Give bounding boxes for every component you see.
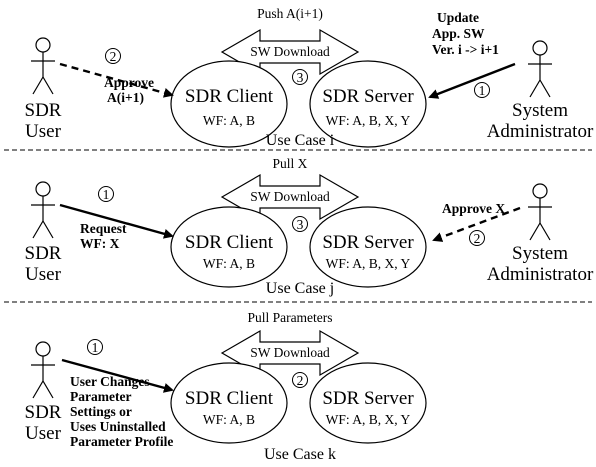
admin-update-arrow: [428, 62, 516, 99]
user-note-line5: Parameter Profile: [70, 434, 173, 449]
step-circle-center: [292, 69, 308, 85]
sdr-client-ellipse: [170, 362, 288, 444]
sdr-client-wf: WF: A, B: [203, 412, 255, 427]
step-number-user: 1: [103, 187, 110, 202]
system-admin-actor: [528, 40, 552, 98]
admin-note-line2: App. SW: [432, 26, 485, 41]
use-case-title: Use Case j: [266, 280, 334, 297]
sw-download-arrow: [220, 329, 360, 377]
user-request-arrow: [59, 203, 174, 239]
step-circle-admin: [469, 230, 485, 246]
actor-user-line2: User: [25, 423, 62, 444]
step-number-admin: 2: [474, 231, 481, 246]
actor-user-line1: SDR: [25, 402, 62, 423]
sdr-client-label: SDR Client: [185, 388, 274, 409]
sw-download-label: SW Download: [250, 189, 330, 204]
actor-user-line2: User: [25, 121, 62, 142]
top-label: Pull X: [273, 156, 308, 171]
sdr-client-wf: WF: A, B: [203, 256, 255, 271]
step-circle-admin: [474, 82, 490, 98]
sw-download-label: SW Download: [250, 44, 330, 59]
sdr-server-wf: WF: A, B, X, Y: [326, 412, 411, 427]
step-number-center: 3: [297, 70, 304, 85]
admin-note-line1: Approve X: [442, 201, 505, 216]
sdr-server-label: SDR Server: [322, 232, 414, 253]
sdr-server-label: SDR Server: [322, 86, 414, 107]
user-approve-arrow: [59, 62, 174, 98]
sdr-server-label: SDR Server: [322, 388, 414, 409]
admin-approve-arrow: [432, 206, 521, 242]
sdr-client-wf: WF: A, B: [203, 113, 255, 128]
actor-user-line1: SDR: [25, 243, 62, 264]
step-circle-user: [98, 186, 114, 202]
actor-user-line1: SDR: [25, 100, 62, 121]
use-case-i: SW Download Push A(i+1) SDR Client WF: A…: [25, 6, 594, 149]
sdr-server-wf: WF: A, B, X, Y: [326, 113, 411, 128]
sw-download-label: SW Download: [250, 345, 330, 360]
sdr-server-ellipse: [309, 362, 427, 444]
sdr-client-label: SDR Client: [185, 86, 274, 107]
user-note-line1: User Changes: [70, 374, 150, 389]
system-admin-actor: [528, 183, 552, 241]
use-case-title: Use Case k: [264, 446, 336, 463]
actor-admin-line1: System: [512, 100, 568, 121]
sw-download-arrow: [220, 28, 360, 76]
step-number-center: 3: [297, 217, 304, 232]
sdr-client-label: SDR Client: [185, 232, 274, 253]
step-circle-center: [292, 372, 308, 388]
admin-note-line1: Update: [437, 10, 479, 25]
step-circle-user: [105, 48, 121, 64]
sdr-client-ellipse: [170, 60, 288, 148]
top-label: Pull Parameters: [247, 310, 332, 325]
step-circle-user: [87, 339, 103, 355]
actor-user-line2: User: [25, 264, 62, 285]
user-note-line4: Uses Uninstalled: [70, 419, 166, 434]
sdr-user-actor: [31, 341, 55, 399]
actor-admin-line2: Administrator: [487, 264, 594, 285]
step-number-center: 2: [297, 373, 304, 388]
use-case-k: SW Download Pull Parameters SDR Client W…: [25, 310, 427, 463]
use-case-j: SW Download Pull X SDR Client WF: A, B S…: [25, 156, 594, 297]
user-note-line2: Parameter: [70, 389, 131, 404]
step-number-user: 1: [92, 340, 99, 355]
top-label: Push A(i+1): [257, 6, 323, 21]
step-number-user: 2: [110, 49, 117, 64]
user-change-arrow: [61, 358, 174, 393]
actor-admin-line1: System: [512, 243, 568, 264]
sdr-server-ellipse: [309, 60, 427, 148]
sdr-user-actor: [31, 37, 55, 95]
sw-download-arrow: [220, 173, 360, 221]
step-number-admin: 1: [479, 83, 486, 98]
sdr-user-actor: [31, 181, 55, 239]
user-note-line2: WF: X: [80, 236, 120, 251]
user-note-line1: Approve: [104, 75, 154, 90]
admin-note-line3: Ver. i -> i+1: [432, 42, 499, 57]
sdr-server-wf: WF: A, B, X, Y: [326, 256, 411, 271]
user-note-line3: Settings or: [70, 404, 132, 419]
sdr-server-ellipse: [309, 206, 427, 288]
sdr-client-ellipse: [170, 206, 288, 288]
step-circle-center: [292, 216, 308, 232]
user-note-line1: Request: [80, 221, 127, 236]
user-note-line2: A(i+1): [107, 90, 144, 105]
actor-admin-line2: Administrator: [487, 121, 594, 142]
use-case-title: Use Case i: [266, 132, 335, 149]
